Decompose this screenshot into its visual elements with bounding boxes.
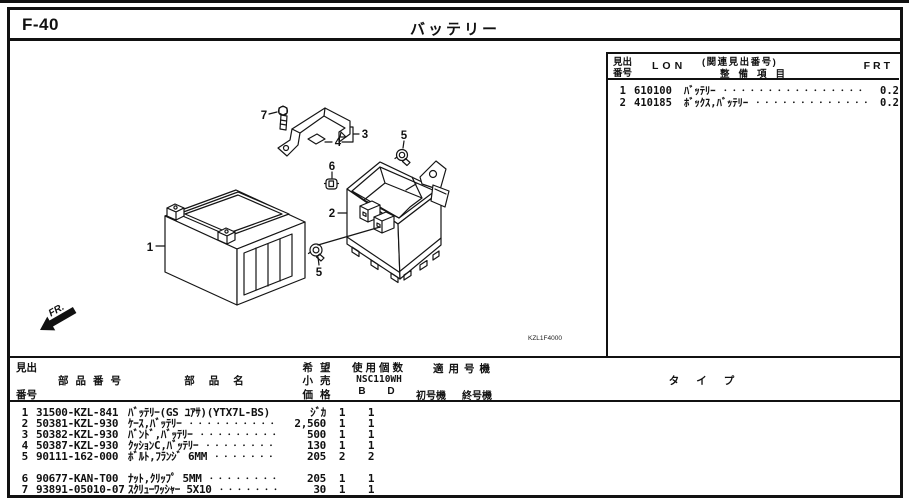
battery-terminal (217, 227, 236, 245)
fr-direction-arrow: FR. (40, 302, 77, 331)
callout-5: 5 (401, 130, 408, 142)
table-row: 1 610100 ﾊﾞｯﾃﾘｰ ・・・・・・・・・・・・・・・・・・・・・・ 0… (608, 83, 899, 97)
callout-7: 7 (261, 110, 267, 122)
flange-bolt-drawing (307, 243, 325, 262)
ref-col-no-bottom: 番号 (613, 68, 633, 79)
page-border (7, 7, 903, 498)
col-applicable: 適用号機 (433, 363, 495, 375)
bolt-7-drawing (277, 105, 289, 131)
box-bracket-tab (419, 160, 450, 208)
col-qty-b: B (358, 386, 366, 397)
callout-6: 6 (329, 161, 335, 173)
drawing-code: KZL1F4000 (528, 335, 562, 342)
battery-band-drawing (277, 107, 351, 157)
col-part-no: 部品番号 (58, 375, 128, 387)
page-title: バッテリー (409, 21, 500, 38)
col-model: NSC110WH (356, 374, 402, 385)
page-header: F-40 バッテリー (10, 10, 900, 41)
col-price-1: 希望 (302, 362, 338, 374)
col-no-top: 見出 (16, 362, 37, 374)
battery-drawing (164, 189, 306, 306)
col-type: タイプ (668, 375, 752, 387)
callout-3: 3 (362, 129, 368, 141)
col-last-unit: 終号機 (462, 391, 492, 402)
battery-terminal (166, 203, 185, 221)
ref-col-frt: FRT (863, 60, 893, 72)
callout-5: 5 (316, 267, 323, 279)
col-price-3: 価格 (302, 389, 338, 401)
exploded-parts-diagram: 1 2 3 4 5 5 6 7 FR. KZL1F4000 (8, 44, 607, 358)
ref-col-related: (関連見出番号) (702, 57, 778, 68)
ref-row-lon: 410185 (634, 96, 672, 109)
col-price-2: 小売 (302, 375, 338, 387)
vertical-divider (606, 52, 608, 358)
ref-table-top-border (606, 52, 900, 54)
col-part-name: 部品名 (184, 375, 258, 387)
callout-4: 4 (335, 137, 342, 149)
col-no-bottom: 番号 (16, 389, 37, 401)
scan-edge (0, 0, 909, 3)
reference-table-body: 1 610100 ﾊﾞｯﾃﾘｰ ・・・・・・・・・・・・・・・・・・・・・・ 0… (608, 80, 899, 109)
ref-row-frt: 0.2 (880, 96, 899, 109)
cushion-drawing (307, 133, 326, 145)
ref-row-name: ﾊﾞｯﾃﾘｰ ・・・・・・・・・・・・・・・・・・・・・・ (684, 85, 867, 97)
battery-box-drawing (346, 160, 450, 284)
parts-table-header: 見出 番号 部品番号 部品名 希望 小売 価格 使用個数 NSC110WH B … (10, 358, 900, 402)
col-qty-d: D (387, 386, 395, 397)
box-mount-cubes (359, 200, 395, 234)
page-code: F-40 (22, 15, 59, 34)
leader-lines (155, 111, 405, 266)
ref-row-frt: 0.2 (880, 85, 899, 97)
ref-row-lon: 610100 (634, 85, 672, 97)
flange-bolt-drawing (394, 148, 411, 167)
ref-col-service-item: 整備項目 (720, 69, 795, 80)
col-first-unit: 初号機 (416, 391, 446, 402)
col-qty: 使用個数 (352, 362, 406, 374)
parts-list-table: 見出 番号 部品番号 部品名 希望 小売 価格 使用個数 NSC110WH B … (10, 356, 900, 496)
callout-1: 1 (147, 242, 154, 254)
ref-col-no-top: 見出 (613, 57, 633, 68)
reference-table-header: 見出 番号 LON (関連見出番号) 整備項目 FRT (608, 54, 899, 80)
ref-row-no: 2 (619, 96, 626, 109)
table-row: 2 410185 ﾎﾞｯｸｽ,ﾊﾞｯﾃﾘｰ ・・・・・・・・・・・・・・・・ 0… (608, 95, 899, 109)
ref-row-name: ﾎﾞｯｸｽ,ﾊﾞｯﾃﾘｰ ・・・・・・・・・・・・・・・・ (684, 96, 867, 109)
reference-table: 見出 番号 LON (関連見出番号) 整備項目 FRT 1 610100 ﾊﾞｯ… (608, 54, 899, 109)
callout-2: 2 (329, 208, 335, 220)
clip-nut-drawing (323, 178, 340, 190)
ref-col-lon: LON (652, 60, 687, 72)
ref-row-no: 1 (619, 85, 626, 97)
